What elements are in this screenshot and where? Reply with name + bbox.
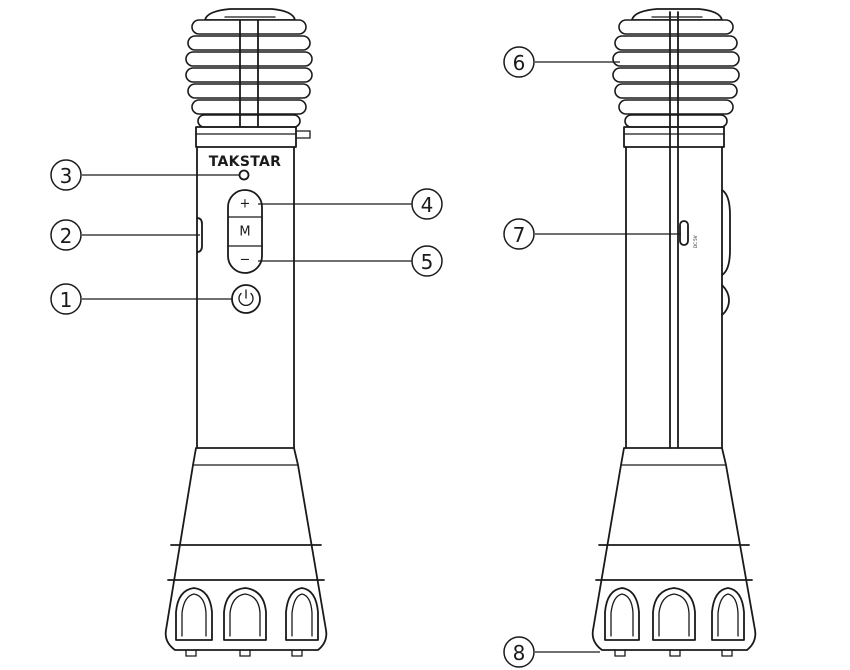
- callout-2: 2: [50, 219, 200, 251]
- volume-down-button[interactable]: −: [240, 253, 251, 268]
- back-head-cap: [631, 8, 723, 21]
- power-button[interactable]: [231, 284, 261, 314]
- callout-4: 4: [258, 188, 443, 220]
- status-led: [238, 169, 250, 181]
- front-handle: [196, 146, 295, 449]
- volume-up-button[interactable]: +: [240, 197, 251, 212]
- power-icon: [238, 289, 254, 306]
- front-base-cutouts: [175, 587, 319, 641]
- back-base: [591, 447, 757, 651]
- callout-8-label: 8: [513, 641, 526, 665]
- front-collar: [195, 126, 297, 148]
- callout-7: 7: [503, 218, 681, 250]
- callout-1: 1: [50, 283, 232, 315]
- front-base: [164, 447, 328, 651]
- front-view: TAKSTAR + M −: [164, 8, 328, 657]
- front-head-cap: [204, 8, 296, 21]
- back-view: DC 5V: [591, 8, 757, 657]
- callout-5-label: 5: [421, 250, 434, 274]
- callout-6-label: 6: [513, 51, 526, 75]
- back-base-cutouts: [604, 587, 745, 641]
- side-button-profile: [721, 189, 731, 276]
- back-grille: [612, 19, 740, 128]
- callout-8: 8: [503, 636, 600, 668]
- callout-7-label: 7: [513, 223, 526, 247]
- svg-text:DC 5V: DC 5V: [693, 235, 698, 248]
- side-switch: [196, 217, 203, 253]
- back-handle: [625, 146, 723, 449]
- usb-c-port[interactable]: [679, 220, 689, 246]
- callout-1-label: 1: [60, 288, 73, 312]
- callout-5: 5: [258, 245, 443, 277]
- back-collar: [623, 126, 725, 148]
- mode-button[interactable]: M: [239, 225, 250, 240]
- callout-4-label: 4: [421, 193, 434, 217]
- callout-3-label: 3: [60, 164, 73, 188]
- control-button-panel: [227, 189, 263, 274]
- callout-2-label: 2: [60, 224, 73, 248]
- callout-6: 6: [503, 46, 620, 78]
- callout-3: 3: [50, 159, 239, 191]
- front-grille: [185, 19, 313, 128]
- brand-logo: TAKSTAR: [209, 154, 281, 170]
